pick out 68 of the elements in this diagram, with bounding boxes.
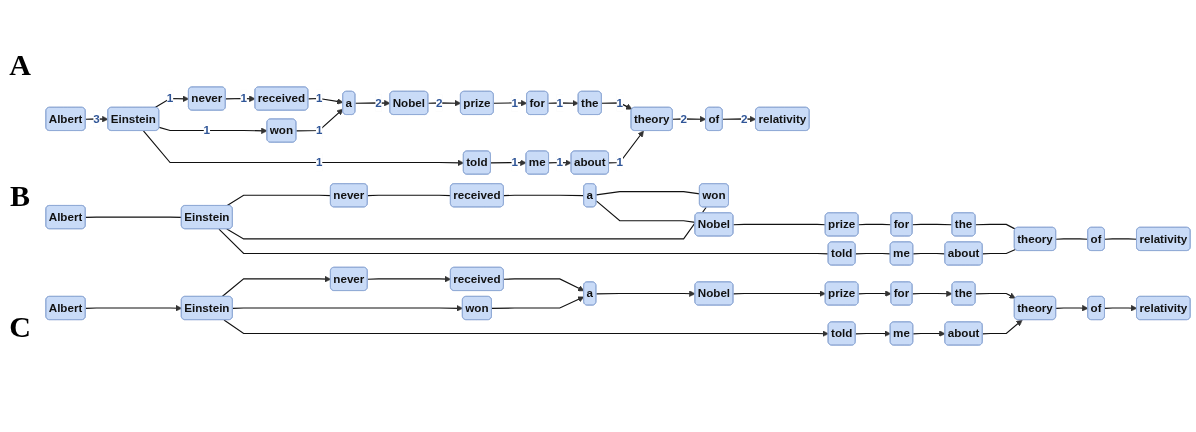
connector [1104,238,1138,240]
arrow [493,99,528,107]
arrow [732,290,826,297]
edge-label: 2 [435,96,443,109]
connector [226,194,332,207]
arrow [427,99,462,107]
panel-letter: C [9,309,31,344]
arrow [912,330,946,337]
connector [503,194,585,197]
panel-letter: B [10,179,30,213]
edge-label: 1 [315,156,323,169]
arrow [490,159,527,166]
arrow [142,130,464,166]
edge-label: 1 [616,96,623,109]
edge-label: 2 [680,112,687,125]
connector [595,191,701,196]
edge-label: 1 [556,96,564,109]
arrow [367,275,452,283]
arrow [354,99,391,107]
edge-label: 1 [315,91,323,105]
connector [595,200,696,223]
arrow [857,290,892,297]
connector [982,248,1016,255]
arrow [225,95,256,102]
connector [974,223,1016,230]
arrow [232,305,463,312]
connector [857,223,892,226]
arrow [672,115,707,123]
edge-label: 1 [556,156,564,169]
edge-label: 1 [511,156,518,169]
arrow [223,319,829,337]
arrow [295,108,344,132]
arrow [1104,304,1138,312]
arrow [982,319,1023,335]
arrow [85,305,182,312]
connector [732,223,827,226]
arrow [547,99,579,107]
arrow [608,130,644,164]
connector [367,194,452,197]
connector [912,252,946,255]
edge-label: 1 [240,91,247,105]
arrow [503,278,585,292]
panel-letter: A [9,48,31,83]
edge-label: 3 [93,112,100,125]
arrow [595,290,696,297]
arrow [601,102,633,110]
edge-label: 1 [166,91,174,105]
connector [855,252,892,255]
edge-label: 1 [315,123,323,137]
edge-label: 2 [375,96,382,109]
arrow [911,290,953,297]
edge-label: 1 [616,156,623,169]
edge-label: 1 [203,123,211,137]
arrow [722,115,757,123]
connector [911,223,953,226]
arrow [221,275,332,298]
arrow [307,97,344,105]
arrow [1055,304,1089,312]
arrow [158,126,268,134]
connector [1055,238,1089,240]
connector [218,228,830,255]
connector [85,216,183,219]
connector [226,206,707,240]
edge-label: 1 [511,96,518,109]
arrow [974,292,1016,299]
edge-label: 2 [741,112,748,125]
arrow [491,296,585,309]
arrow [855,330,891,337]
